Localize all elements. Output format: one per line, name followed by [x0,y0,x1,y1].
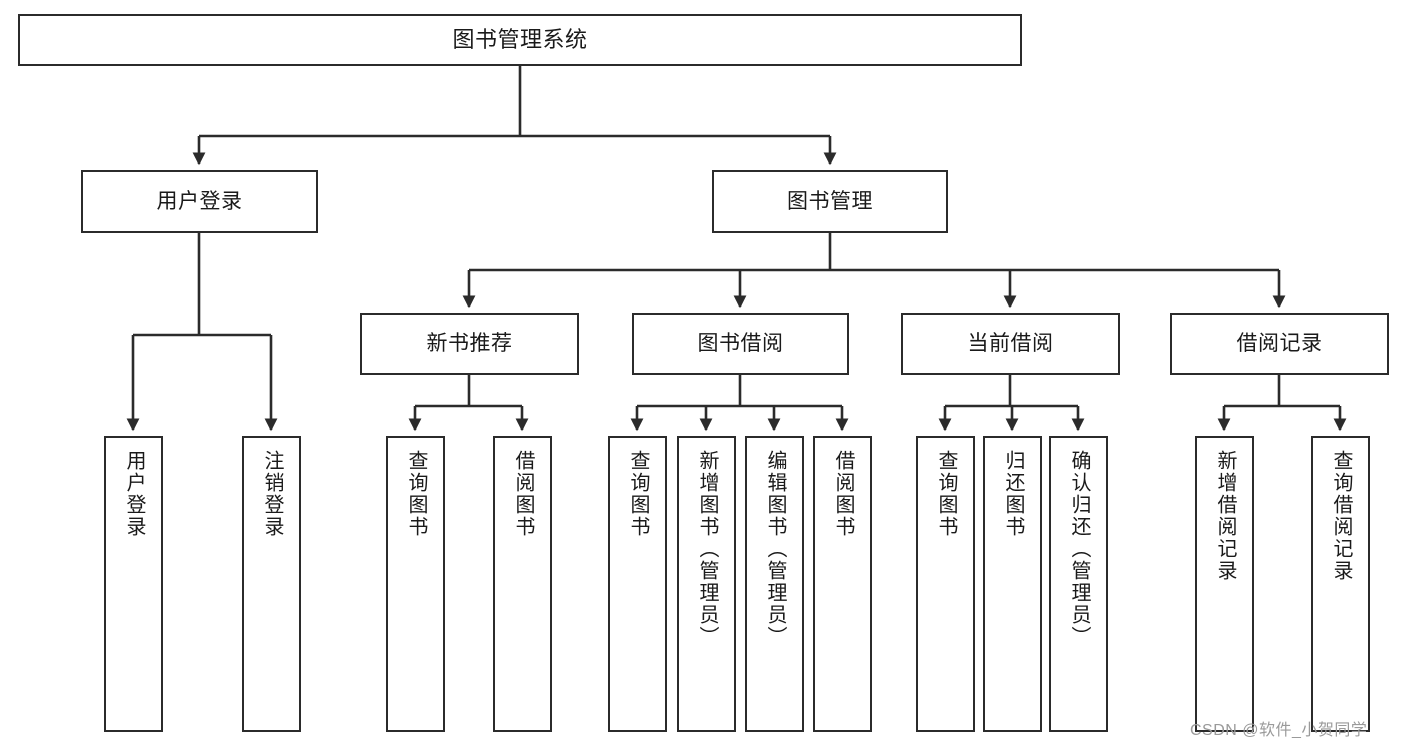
node-new-book-recommend-label: 新书推荐 [426,332,513,356]
node-leaf-nb-query-book-label: 查询图书 [405,450,427,538]
node-user-login[interactable]: 用户登录 [81,170,318,233]
node-leaf-bb-borrow-book-label: 借阅图书 [832,450,854,538]
node-book-management-label: 图书管理 [787,189,873,213]
node-leaf-cb-query-book[interactable]: 查询图书 [916,436,975,732]
node-leaf-logout-label: 注销登录 [261,450,283,538]
node-book-borrow-label: 图书借阅 [697,332,784,356]
node-borrow-record-label: 借阅记录 [1236,332,1323,356]
node-leaf-bb-edit-book-admin[interactable]: 编辑图书（管理员） [745,436,804,732]
node-current-borrow-label: 当前借阅 [967,332,1054,356]
node-leaf-cb-confirm-return-admin-label: 确认归还（管理员） [1068,450,1090,648]
node-leaf-logout[interactable]: 注销登录 [242,436,301,732]
node-leaf-br-query-record-label: 查询借阅记录 [1330,450,1352,582]
node-leaf-bb-query-book[interactable]: 查询图书 [608,436,667,732]
node-current-borrow[interactable]: 当前借阅 [901,313,1120,375]
node-leaf-bb-edit-book-admin-label: 编辑图书（管理员） [764,450,786,648]
node-new-book-recommend[interactable]: 新书推荐 [360,313,579,375]
node-user-login-label: 用户登录 [156,189,243,213]
node-leaf-bb-add-book-admin-label: 新增图书（管理员） [696,450,718,648]
node-leaf-cb-return-book[interactable]: 归还图书 [983,436,1042,732]
node-root-system[interactable]: 图书管理系统 [18,14,1022,66]
node-book-management[interactable]: 图书管理 [712,170,948,233]
node-leaf-nb-borrow-book-label: 借阅图书 [512,450,534,538]
node-leaf-cb-confirm-return-admin[interactable]: 确认归还（管理员） [1049,436,1108,732]
node-leaf-user-login-label: 用户登录 [123,450,145,538]
node-leaf-bb-query-book-label: 查询图书 [627,450,649,538]
node-root-system-label: 图书管理系统 [452,26,588,52]
node-book-borrow[interactable]: 图书借阅 [632,313,849,375]
node-borrow-record[interactable]: 借阅记录 [1170,313,1389,375]
node-leaf-nb-query-book[interactable]: 查询图书 [386,436,445,732]
node-leaf-bb-borrow-book[interactable]: 借阅图书 [813,436,872,732]
node-leaf-br-add-record[interactable]: 新增借阅记录 [1195,436,1254,732]
node-leaf-br-query-record[interactable]: 查询借阅记录 [1311,436,1370,732]
node-leaf-cb-query-book-label: 查询图书 [935,450,957,538]
node-leaf-bb-add-book-admin[interactable]: 新增图书（管理员） [677,436,736,732]
csdn-watermark: CSDN @软件_小贺同学 [1190,722,1368,739]
node-leaf-cb-return-book-label: 归还图书 [1002,450,1024,538]
node-leaf-nb-borrow-book[interactable]: 借阅图书 [493,436,552,732]
node-leaf-user-login[interactable]: 用户登录 [104,436,163,732]
node-leaf-br-add-record-label: 新增借阅记录 [1214,450,1236,582]
